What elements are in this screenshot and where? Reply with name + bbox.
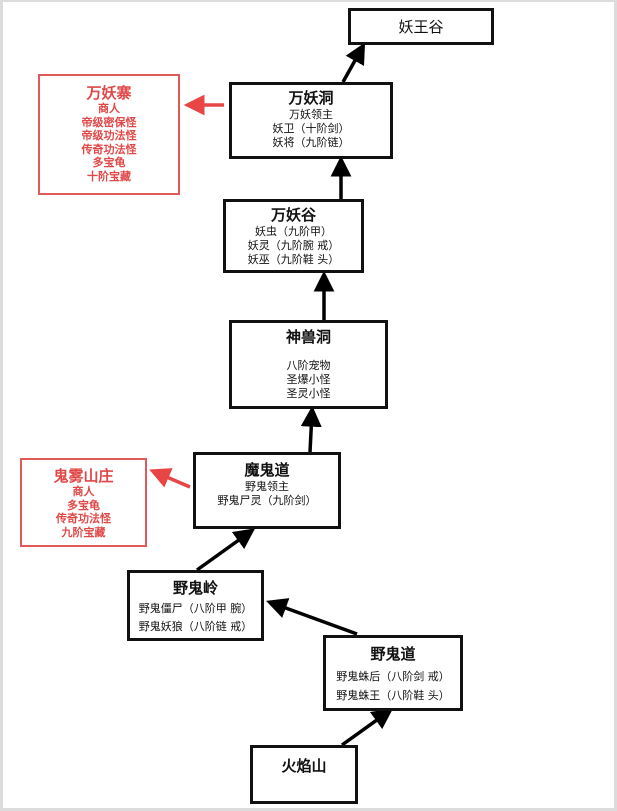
side-node-title: 万妖寨 (86, 84, 132, 102)
node-title: 魔鬼道 (244, 461, 290, 479)
node-line: 妖灵（九阶腕 戒） (247, 239, 340, 252)
node-line: 野鬼僵尸（八阶甲 腕） (138, 602, 253, 615)
node-title: 野鬼道 (370, 645, 416, 663)
node-title: 万妖谷 (270, 206, 316, 224)
side-node-wanyaozhai: 万妖寨 商人 帝级密保怪 帝级功法怪 传奇功法怪 多宝龟 十阶宝藏 (38, 74, 180, 195)
node-moguidao: 魔鬼道 野鬼领主 野鬼尸灵（九阶剑） (193, 452, 341, 529)
node-line: 野鬼蛛王（八阶鞋 头） (336, 689, 450, 702)
node-title: 野鬼岭 (172, 579, 218, 597)
arrow-yeguiling-to-moguidao (195, 528, 256, 572)
node-yaowanggu: 妖王谷 (348, 8, 494, 45)
side-node-line: 多宝龟 (92, 156, 126, 169)
node-line: 万妖领主 (289, 108, 333, 121)
node-line: 八阶宠物 (286, 359, 331, 372)
side-node-guiwushanzhuang: 鬼雾山庄 商人 多宝龟 传奇功法怪 九阶宝藏 (20, 458, 147, 547)
node-line: 妖卫（十阶剑） (272, 122, 350, 135)
node-title: 万妖洞 (288, 89, 334, 107)
node-wanyaogu: 万妖谷 妖虫（九阶甲） 妖灵（九阶腕 戒） 妖巫（九阶鞋 头） (223, 199, 364, 273)
side-node-line: 商人 (72, 485, 95, 498)
side-node-line: 传奇功法怪 (81, 142, 137, 156)
side-node-line: 帝级功法怪 (81, 129, 137, 142)
arrow-moguidao-to-shenshoudong (300, 405, 322, 453)
node-yeguidao: 野鬼道 野鬼蛛后（八阶剑 戒） 野鬼蛛王（八阶鞋 头） (323, 635, 463, 711)
node-line: 圣灵小怪 (286, 387, 331, 400)
arrow-huoyanshan-to-yeguidao (340, 708, 394, 747)
node-line: 野鬼蛛后（八阶剑 戒） (336, 670, 450, 683)
node-line: 野鬼妖狼（八阶链 戒） (138, 620, 253, 633)
side-node-line: 传奇功法怪 (56, 512, 111, 525)
node-line: 妖巫（九阶鞋 头） (247, 253, 340, 266)
node-title: 火焰山 (281, 757, 327, 775)
arrow-moguidao-to-guiwushanzhuang (149, 468, 191, 489)
node-huoyanshan: 火焰山 (250, 745, 358, 804)
side-node-line: 多宝龟 (67, 498, 100, 512)
arrow-yeguidao-to-yeguiling (266, 598, 358, 636)
node-wanyaodong: 万妖洞 万妖领主 妖卫（十阶剑） 妖将（九阶链） (229, 82, 393, 159)
node-shenshoudong: 神兽洞 八阶宠物 圣爆小怪 圣灵小怪 (229, 320, 388, 409)
node-line: 妖将（九阶链） (272, 136, 350, 149)
node-line: 圣爆小怪 (286, 373, 331, 386)
side-node-line: 帝级密保怪 (81, 115, 137, 129)
side-node-title: 鬼雾山庄 (53, 467, 114, 485)
node-title: 妖王谷 (398, 17, 444, 36)
node-line: 野鬼尸灵（九阶剑） (217, 494, 317, 507)
node-line: 妖虫（九阶甲） (255, 225, 332, 238)
side-node-line: 商人 (98, 102, 120, 115)
side-node-line: 九阶宝藏 (61, 525, 106, 539)
node-title: 神兽洞 (285, 328, 331, 346)
side-node-line: 十阶宝藏 (87, 169, 131, 183)
node-yeguiling: 野鬼岭 野鬼僵尸（八阶甲 腕） 野鬼妖狼（八阶链 戒） (127, 570, 264, 641)
arrow-wanyaodong-to-yaowanggu (341, 42, 366, 83)
node-line: 野鬼领主 (245, 480, 289, 493)
